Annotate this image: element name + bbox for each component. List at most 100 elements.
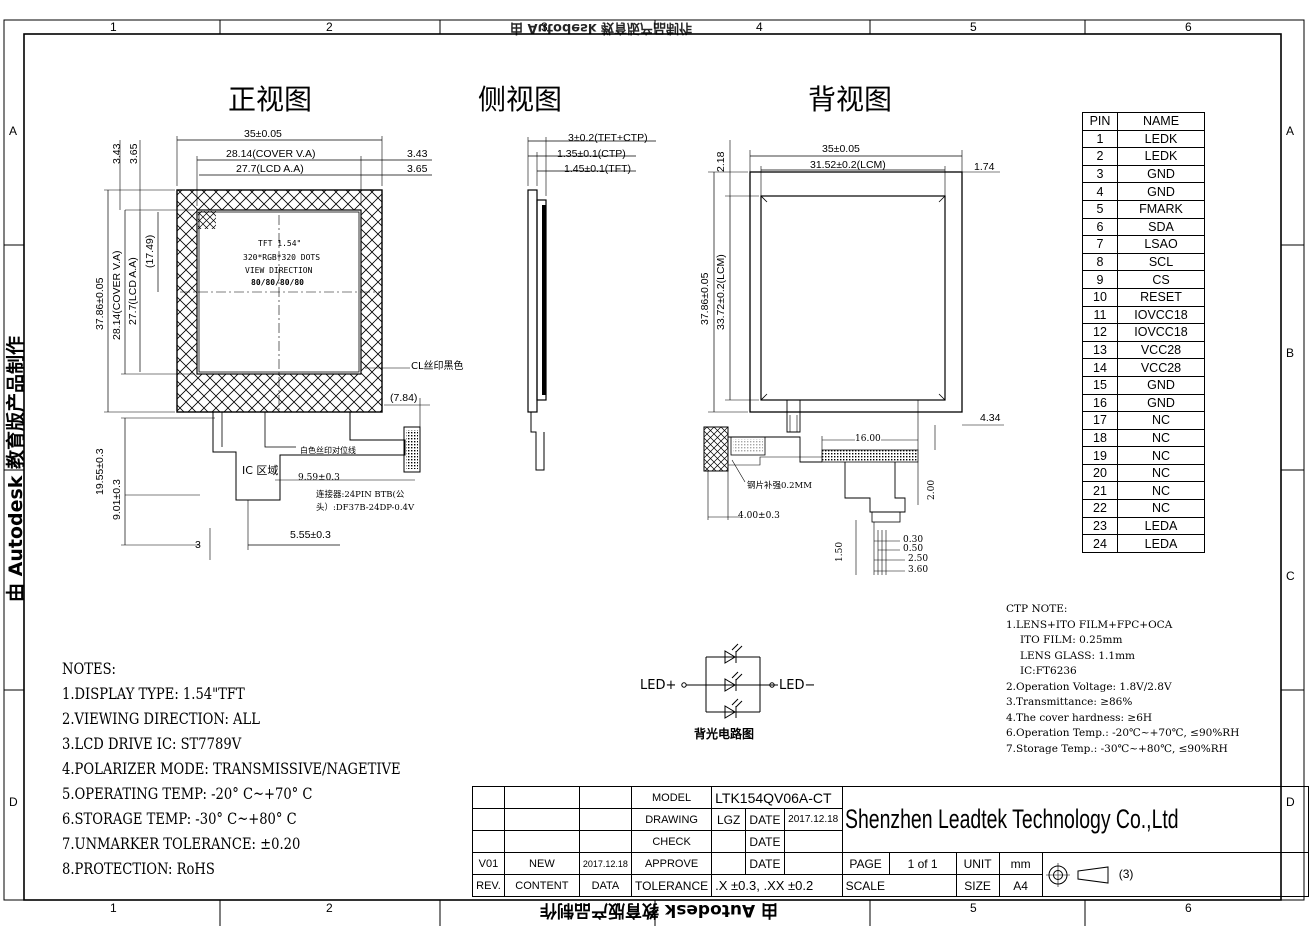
pin-name: FMARK bbox=[1117, 199, 1205, 219]
silk-label: 白色丝印对位线 bbox=[300, 446, 356, 455]
grid-col-2: 2 bbox=[326, 20, 333, 34]
led-diode-3 bbox=[724, 698, 743, 719]
pin-number: 16 bbox=[1082, 393, 1118, 413]
front-dim-height: 37.86±0.05 bbox=[94, 277, 106, 330]
pin-name: NC bbox=[1117, 446, 1205, 465]
pin-name: NC bbox=[1117, 411, 1205, 430]
front-dim-cover-va-h: 28.14(COVER V.A) bbox=[111, 250, 123, 341]
model-value: LTK154QV06A-CT bbox=[711, 786, 843, 809]
pin-name: NC bbox=[1117, 428, 1205, 448]
size-label: SIZE bbox=[955, 874, 1000, 897]
grid-row-b-right: B bbox=[1286, 346, 1295, 360]
front-dim-3: 3 bbox=[195, 539, 201, 551]
grid-row-c-right: C bbox=[1286, 569, 1295, 583]
rev-date: 2017.12.18 bbox=[578, 852, 633, 875]
name-header: NAME bbox=[1117, 112, 1205, 131]
back-dim-360: 3.60 bbox=[908, 565, 929, 575]
front-dim-width: 35±0.05 bbox=[244, 128, 282, 140]
pin-name: LEDK bbox=[1117, 129, 1205, 149]
pin-number: 7 bbox=[1082, 235, 1118, 254]
projection-label: (3) bbox=[1118, 866, 1134, 881]
pin-number: 19 bbox=[1082, 446, 1118, 465]
pin-name: LEDA bbox=[1117, 534, 1205, 553]
ctp-note-line: CTP NOTE: bbox=[1006, 603, 1068, 615]
projection-symbol-icon bbox=[1045, 862, 1109, 887]
ctp-note-line: 4.The cover hardness: ≥6H bbox=[1006, 711, 1153, 724]
front-dim-365-right: 3.65 bbox=[407, 163, 428, 175]
connector-line-2: 头）:DF37B-24DP-0.4V bbox=[316, 503, 415, 513]
pin-name: NC bbox=[1117, 463, 1205, 483]
model-label: MODEL bbox=[630, 786, 713, 809]
side-dim-total: 3±0.2(TFT+CTP) bbox=[568, 132, 648, 144]
approve-label: APPROVE bbox=[630, 852, 713, 875]
front-dim-959: 9.59±0.3 bbox=[298, 473, 340, 483]
pin-name: VCC28 bbox=[1117, 358, 1205, 377]
screen-line-4: 80/80/80/80 bbox=[251, 278, 304, 287]
ctp-note-line: IC:FT6236 bbox=[1020, 665, 1077, 677]
pin-number: 17 bbox=[1082, 411, 1118, 430]
connector-line-1: 连接器:24PIN BTB(公 bbox=[316, 490, 405, 500]
grid-col-4: 4 bbox=[756, 20, 763, 34]
page-label: PAGE bbox=[841, 852, 890, 875]
ic-area-label: IC 区域 bbox=[242, 464, 279, 477]
pin-number: 20 bbox=[1082, 463, 1118, 483]
pin-name: NC bbox=[1117, 481, 1205, 501]
front-dim-343-right: 3.43 bbox=[407, 148, 428, 160]
front-dim-555: 5.55±0.3 bbox=[290, 529, 331, 541]
back-view-title: 背视图 bbox=[808, 83, 893, 116]
back-dim-150: 1.50 bbox=[835, 541, 845, 562]
ctp-note-line: 7.Storage Temp.: -30℃~+80℃, ≤90%RH bbox=[1006, 742, 1228, 755]
note-line: 3.LCD DRIVE IC: ST7789V bbox=[62, 734, 242, 753]
grid-col-5-bottom: 5 bbox=[970, 901, 977, 915]
date-label-3: DATE bbox=[745, 852, 785, 875]
side-dim-tft: 1.45±0.1(TFT) bbox=[564, 163, 632, 175]
ctp-note-line: ITO FILM: 0.25mm bbox=[1020, 634, 1123, 646]
pin-name: LEDK bbox=[1117, 147, 1205, 166]
screen-line-2: 320*RGB*320 DOTS bbox=[243, 253, 321, 262]
unit-value: mm bbox=[998, 852, 1043, 875]
screen-line-1: TFT 1.54" bbox=[258, 239, 302, 248]
front-dim-365-left: 3.65 bbox=[128, 143, 140, 164]
pin-number: 8 bbox=[1082, 252, 1118, 272]
pin-number: 9 bbox=[1082, 270, 1118, 289]
led-minus-label: LED− bbox=[779, 678, 816, 693]
pin-number: 1 bbox=[1082, 129, 1118, 149]
pin-number: 11 bbox=[1082, 305, 1118, 325]
check-label: CHECK bbox=[630, 830, 713, 853]
side-dim-ctp: 1.35±0.1(CTP) bbox=[557, 148, 626, 160]
rev-label: REV. bbox=[472, 874, 505, 897]
pin-number: 6 bbox=[1082, 217, 1118, 237]
ctp-note-line: LENS GLASS: 1.1mm bbox=[1020, 649, 1135, 662]
pin-number: 14 bbox=[1082, 358, 1118, 377]
pin-name: SDA bbox=[1117, 217, 1205, 237]
page-value: 1 of 1 bbox=[888, 852, 957, 875]
front-dim-1955: 19.55±0.3 bbox=[94, 448, 106, 495]
watermark-bottom: 由 Autodesk 教育版产品制作 bbox=[540, 900, 779, 920]
pin-number: 4 bbox=[1082, 182, 1118, 201]
pin-table-header: PIN NAME bbox=[1082, 112, 1205, 131]
grid-col-1: 1 bbox=[110, 20, 117, 34]
pin-name: GND bbox=[1117, 375, 1205, 395]
note-line: NOTES: bbox=[62, 659, 116, 678]
front-dim-343-left: 3.43 bbox=[111, 143, 123, 164]
grid-col-6-bottom: 6 bbox=[1185, 901, 1192, 915]
company-name: Shenzhen Leadtek Technology Co.,Ltd bbox=[844, 804, 1179, 834]
watermark-left: 由 Autodesk 教育版产品制作 bbox=[5, 335, 27, 602]
back-dim-width: 35±0.05 bbox=[822, 143, 860, 155]
